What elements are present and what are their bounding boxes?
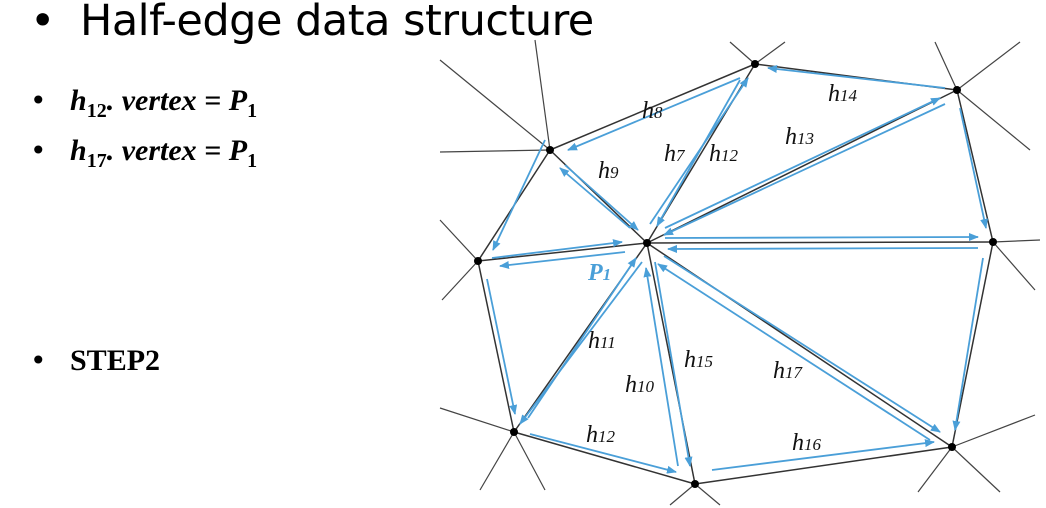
- bullet-dot: •: [30, 344, 47, 377]
- edge-label-h17: h17: [773, 358, 804, 384]
- edge-label-h16: h16: [792, 430, 822, 456]
- edge-label-h11: h11: [588, 328, 616, 354]
- mesh-vertices: [474, 60, 997, 488]
- vertex: [989, 238, 997, 246]
- edge-label-h10: h10: [625, 372, 655, 398]
- vertex-label-p1: P1: [587, 260, 611, 286]
- vertex-p1: [643, 239, 651, 247]
- step-label: STEP2: [70, 344, 161, 377]
- slide-title: • Half-edge data structure: [30, 0, 594, 46]
- edge-label-h7: h7: [664, 141, 686, 167]
- slide-title-text: Half-edge data structure: [80, 0, 594, 46]
- edge-label-h12-top: h12: [709, 141, 739, 167]
- math-expression: h12. vertex = P1: [70, 84, 258, 122]
- vertex: [948, 443, 956, 451]
- math-expression: h17. vertex = P1: [70, 134, 258, 172]
- vertex: [751, 60, 759, 68]
- vertex: [691, 480, 699, 488]
- half-edge-arrows: [486, 65, 989, 474]
- bullet-item-step2: • STEP2: [30, 344, 160, 378]
- edge-label-h9: h9: [598, 158, 619, 184]
- vertex: [953, 86, 961, 94]
- edge-label-h8: h8: [642, 98, 663, 124]
- bullet-item-h12-vertex: • h12. vertex = P1: [30, 84, 257, 123]
- bullet-item-h17-vertex: • h17. vertex = P1: [30, 134, 257, 173]
- mesh-edges: [477, 63, 994, 485]
- vertex: [546, 146, 554, 154]
- edge-label-h15: h15: [684, 347, 713, 373]
- bullet-dot: •: [30, 134, 47, 167]
- edge-label-h13: h13: [785, 124, 814, 150]
- outer-spokes: [439, 39, 1041, 506]
- vertex: [510, 428, 518, 436]
- bullet-dot: •: [30, 84, 47, 117]
- edge-label-h12-bottom: h12: [586, 422, 616, 448]
- edge-label-h14: h14: [828, 81, 858, 107]
- vertex: [474, 257, 482, 265]
- bullet-dot: •: [30, 0, 55, 46]
